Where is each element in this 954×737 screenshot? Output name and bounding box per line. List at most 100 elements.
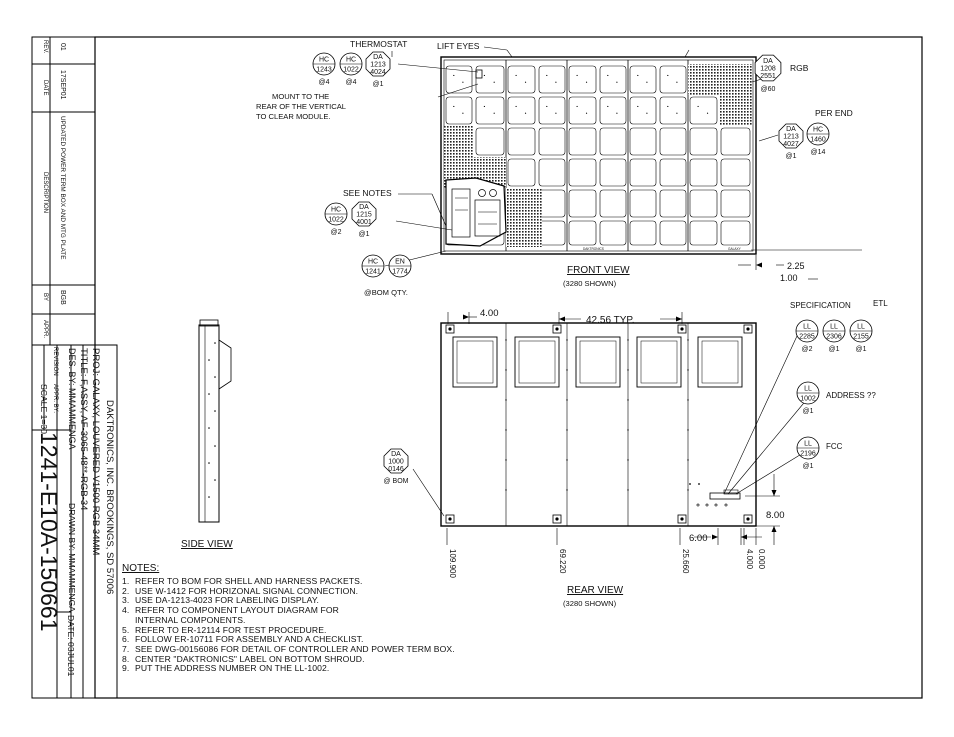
rear-access-windows — [452, 336, 743, 388]
date-header: DATE — [42, 80, 48, 96]
bolt — [743, 514, 753, 524]
dim-4-00: 4.00 — [480, 308, 499, 319]
lift-eyes-leader — [483, 46, 508, 51]
note-item: 9.PUT THE ADDRESS NUMBER ON THE LL-1002. — [122, 663, 455, 674]
note-number: 7. — [122, 643, 130, 654]
led-module — [445, 96, 473, 125]
access-window — [514, 336, 560, 388]
led-module — [720, 127, 751, 156]
svg-text:2155: 2155 — [853, 334, 869, 341]
bolt — [677, 324, 687, 334]
scale: SCALE 1=30 — [39, 384, 49, 434]
led-module — [599, 220, 627, 246]
dim-8-00: 8.00 — [766, 510, 785, 521]
notes-title: NOTES: — [122, 563, 160, 574]
led-module — [538, 65, 566, 94]
fcc-label: FCC — [826, 442, 843, 451]
note-text: SEE DWG-00156086 FOR DETAIL OF CONTROLLE… — [135, 643, 455, 654]
company-line: DAKTRONICS, INC. BROOKINGS, SD 57006 — [104, 400, 115, 594]
svg-text:2551: 2551 — [760, 73, 776, 80]
led-module — [475, 65, 505, 94]
front-view-sub: (3280 SHOWN) — [563, 279, 617, 288]
see-notes-label: SEE NOTES — [343, 188, 392, 198]
note-text: REFER TO COMPONENT LAYOUT DIAGRAM FOR — [135, 605, 339, 616]
access-window — [636, 336, 682, 388]
led-module — [599, 189, 627, 218]
led-module — [475, 96, 505, 125]
access-window — [452, 336, 498, 388]
des-by: DES. BY: MMAMMENGA — [67, 348, 77, 450]
label-plate — [709, 492, 741, 500]
led-module — [599, 65, 627, 94]
notes-list: 1.REFER TO BOM FOR SHELL AND HARNESS PAC… — [122, 576, 455, 674]
led-module — [538, 158, 566, 187]
revision-block: REV. DATE DESCRIPTION BY APPR. 01 17SEP0… — [31, 36, 96, 346]
led-module — [689, 220, 718, 246]
per-end-label: PER END — [815, 108, 853, 118]
svg-text:HC: HC — [368, 259, 378, 266]
led-module — [568, 96, 597, 125]
revision-label: REVISION — [52, 347, 58, 376]
led-module — [445, 65, 473, 94]
led-module — [599, 127, 627, 156]
led-module — [689, 158, 718, 187]
svg-text:1002: 1002 — [800, 396, 816, 403]
note-number: 8. — [122, 653, 130, 664]
thermostat-icon — [475, 69, 483, 79]
led-module — [538, 96, 566, 125]
led-module — [720, 158, 751, 187]
led-module — [599, 96, 627, 125]
svg-text:4001: 4001 — [356, 219, 372, 226]
svg-text:@2: @2 — [802, 346, 813, 353]
note-text: USE W-1412 FOR HORIZONAL SIGNAL CONNECTI… — [135, 585, 359, 596]
note-number: 9. — [122, 663, 130, 674]
svg-text:1213: 1213 — [370, 62, 386, 69]
svg-text:1243: 1243 — [316, 67, 332, 74]
led-module — [568, 127, 597, 156]
svg-text:1208: 1208 — [760, 66, 776, 73]
note-item: 4. REFER TO COMPONENT LAYOUT DIAGRAM FOR — [122, 605, 455, 616]
balloon-da-1213-4024 — [365, 51, 391, 77]
drawing-number: 1241-E10A-150661 — [36, 432, 62, 632]
svg-text:@1: @1 — [856, 346, 867, 353]
lift-eyes-label: LIFT EYES — [437, 41, 480, 51]
svg-text:1022: 1022 — [328, 217, 344, 224]
front-view-label: FRONT VIEW — [567, 265, 630, 276]
callout-balloons: HC1243@4HC1022@4DA12134024@1DA12082551@6… — [312, 51, 873, 485]
drawn-by: DRAWN BY: MMAMMENGA — [67, 503, 77, 612]
side-view: SIDE VIEW — [181, 319, 233, 550]
led-module — [568, 158, 597, 187]
hatch-left — [444, 126, 474, 157]
note-text: INTERNAL COMPONENTS. — [135, 614, 246, 625]
led-module — [507, 158, 536, 187]
svg-text:1213: 1213 — [783, 134, 799, 141]
svg-text:DA: DA — [391, 451, 401, 458]
svg-text:1022: 1022 — [343, 67, 359, 74]
led-module — [689, 189, 718, 218]
led-module — [689, 96, 718, 125]
led-module — [507, 65, 536, 94]
led-module — [629, 220, 657, 246]
rev-header: REV. — [42, 40, 48, 54]
appr-header: APPR. — [42, 320, 48, 338]
dim-6-00: 6.00 — [689, 533, 708, 544]
rear-view-sub: (3280 SHOWN) — [563, 599, 617, 608]
led-module — [599, 158, 627, 187]
svg-text:@14: @14 — [811, 149, 826, 156]
svg-text:0146: 0146 — [388, 466, 404, 473]
led-module — [568, 220, 597, 246]
rev-value: 01 — [59, 43, 66, 51]
rear-cabinet — [440, 322, 757, 527]
led-module — [720, 220, 751, 246]
by-header: BY — [42, 293, 48, 301]
svg-text:@4: @4 — [319, 79, 330, 86]
note-number: 4. — [122, 605, 130, 616]
svg-text:@1: @1 — [803, 463, 814, 470]
svg-text:2196: 2196 — [800, 451, 816, 458]
svg-text:@4: @4 — [346, 79, 357, 86]
svg-text:@1: @1 — [359, 231, 370, 238]
ordinate-dim: 0.000 — [757, 549, 766, 570]
led-module — [659, 65, 687, 94]
svg-text:@ BOM: @ BOM — [384, 478, 409, 485]
note-number: 2. — [122, 585, 130, 596]
